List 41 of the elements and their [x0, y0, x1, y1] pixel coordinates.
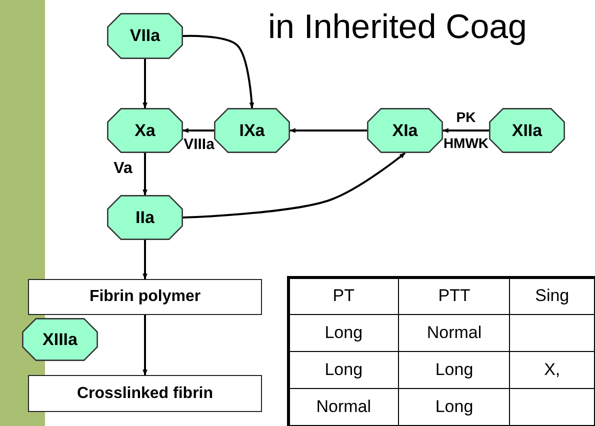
- table-cell-text: Sing: [535, 286, 570, 305]
- node-label: IXa: [239, 120, 265, 140]
- factor-octagon: [107, 13, 183, 59]
- table-cell-text: Long: [324, 323, 363, 342]
- arrow: [142, 315, 148, 376]
- node-label: VIIa: [130, 26, 160, 46]
- node-label: Crosslinked fibrin: [76, 384, 214, 402]
- arrow: [182, 128, 214, 133]
- arrow: [289, 128, 367, 133]
- factor-octagon: [367, 108, 443, 153]
- slide-title: in Inherited Coag: [268, 8, 527, 47]
- arrow: [142, 153, 148, 196]
- factor-octagon: [107, 195, 183, 240]
- edge-label: Va: [112, 160, 134, 177]
- edge-label: VIIIa: [182, 136, 216, 153]
- factor-octagon: [22, 318, 98, 361]
- arrow: [142, 240, 148, 280]
- factor-octagon: [489, 108, 565, 153]
- table-cell-text: PT: [332, 286, 354, 305]
- table-cell-text: Normal: [426, 323, 482, 342]
- node-label: XIIIa: [42, 330, 78, 350]
- process-box: [28, 375, 262, 412]
- node-label: Fibrin polymer: [89, 288, 201, 306]
- node-label: IIa: [136, 208, 154, 228]
- table-cell-text: Long: [435, 360, 474, 379]
- node-label: XIa: [392, 120, 418, 140]
- table-cell-text: PTT: [438, 286, 470, 305]
- table-cell-text: Normal: [316, 397, 372, 416]
- arrow: [182, 34, 254, 109]
- node-label: XIIa: [512, 120, 542, 140]
- arrow: [142, 59, 148, 109]
- edge-label: PK HMWK: [442, 108, 490, 153]
- table-cell-text: X,: [544, 360, 560, 379]
- node-label: Xa: [134, 120, 156, 140]
- table-cell-text: Long: [324, 360, 363, 379]
- factor-octagon: [107, 108, 183, 153]
- process-box: [28, 279, 262, 315]
- arrow: [182, 152, 406, 218]
- table-cell-text: Long: [435, 397, 474, 416]
- arrow: [442, 128, 489, 133]
- factor-octagon: [214, 108, 290, 153]
